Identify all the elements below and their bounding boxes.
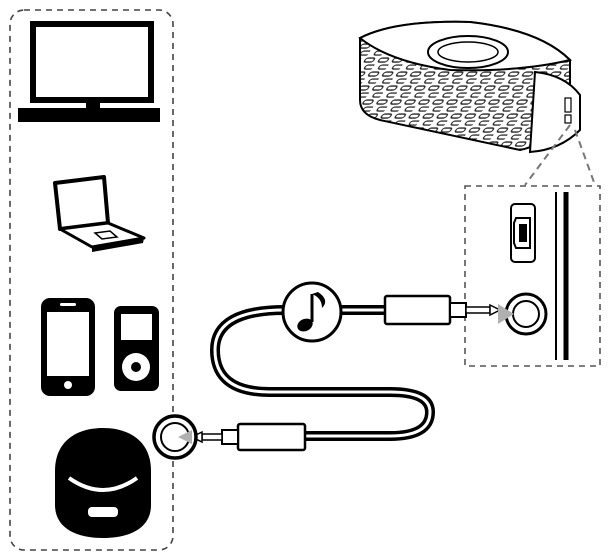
smartphone-icon [41, 298, 95, 396]
aux-cable-icon [190, 294, 502, 452]
port-detail-panel [464, 185, 601, 367]
insert-arrow-icon [498, 304, 514, 324]
micro-usb-port-icon [510, 203, 536, 263]
wireless-speaker-icon [358, 20, 581, 154]
aux-in-port-icon [504, 292, 548, 336]
source-aux-jack-icon [152, 414, 198, 460]
portable-speaker-icon [55, 428, 151, 538]
tv-icon [18, 21, 160, 122]
zoom-leader-lines [524, 124, 596, 186]
laptop-icon [53, 175, 146, 252]
music-note-icon [281, 281, 343, 343]
source-devices-panel [9, 9, 174, 551]
music-player-icon [114, 306, 159, 391]
